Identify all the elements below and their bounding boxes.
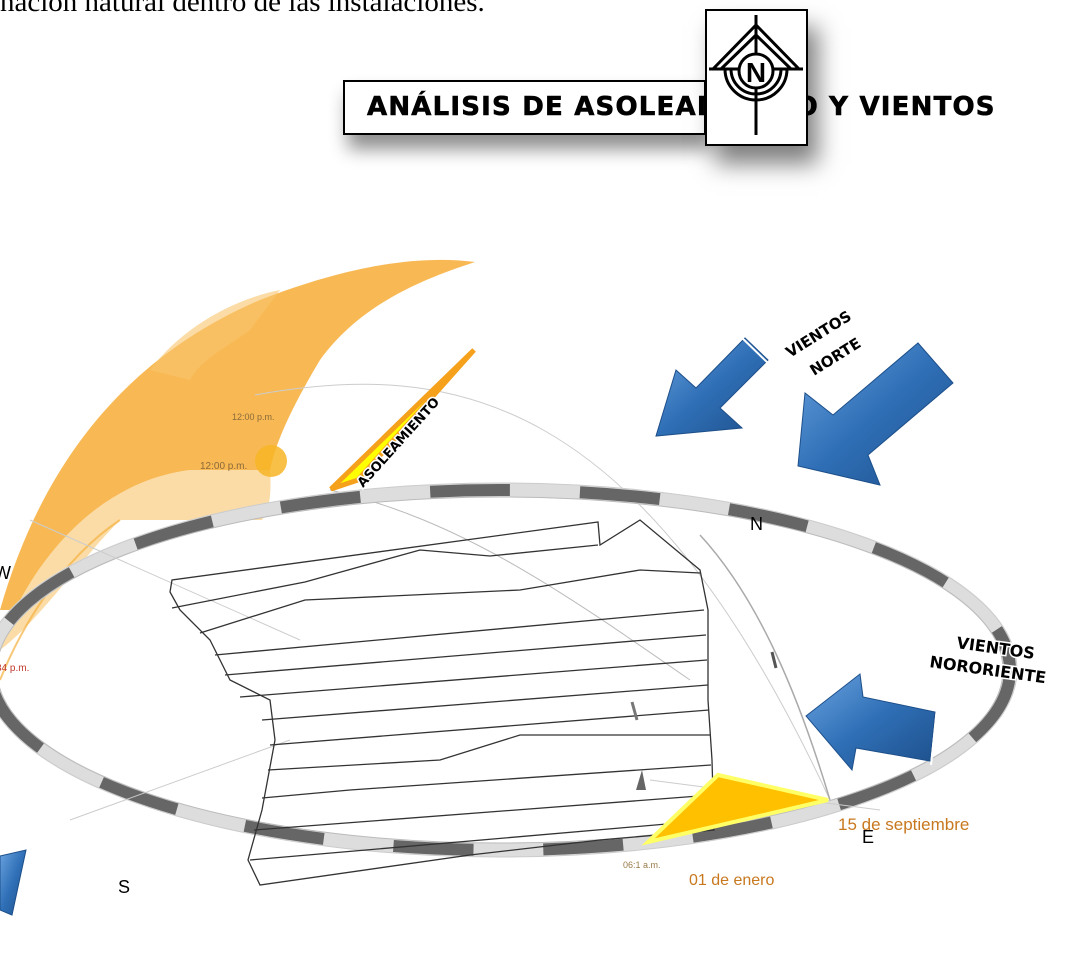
north-symbol-box: N <box>705 9 808 146</box>
cardinal-west: W <box>0 563 11 583</box>
page-title: ANÁLISIS DE ASOLEAMIENTO Y VIENTOS <box>367 92 996 123</box>
cardinal-north: N <box>750 514 763 534</box>
time-noon-label-2: 12:00 p.m. <box>200 461 247 472</box>
cardinal-east: E <box>862 827 874 847</box>
time-noon-label-1: 12:00 p.m. <box>232 412 275 422</box>
asoleamiento-label: ASOLEAMIENTO <box>355 395 443 491</box>
north-letter: N <box>746 57 766 88</box>
north-compass-icon: N <box>709 15 803 135</box>
wind-arrow-icon <box>655 333 772 437</box>
wind-arrow-icon <box>805 673 938 772</box>
wind-arrow-icon <box>0 849 27 916</box>
date-january-label: 01 de enero <box>689 872 775 889</box>
sun-icon <box>255 445 287 477</box>
site-plan-outline <box>169 519 715 886</box>
intro-text-fragment: nación natural dentro de las instalacion… <box>0 0 485 18</box>
time-morning-label: 06:1 a.m. <box>623 860 661 870</box>
morning-sun-triangle <box>641 772 829 846</box>
cardinal-south: S <box>118 877 130 897</box>
asoleamiento-triangle <box>329 348 476 492</box>
wind-arrow-icon <box>797 335 963 486</box>
compass-ring <box>0 482 1018 858</box>
date-september-label: 15 de septiembre <box>838 815 969 834</box>
time-afternoon-label: 34 p.m. <box>0 663 29 674</box>
